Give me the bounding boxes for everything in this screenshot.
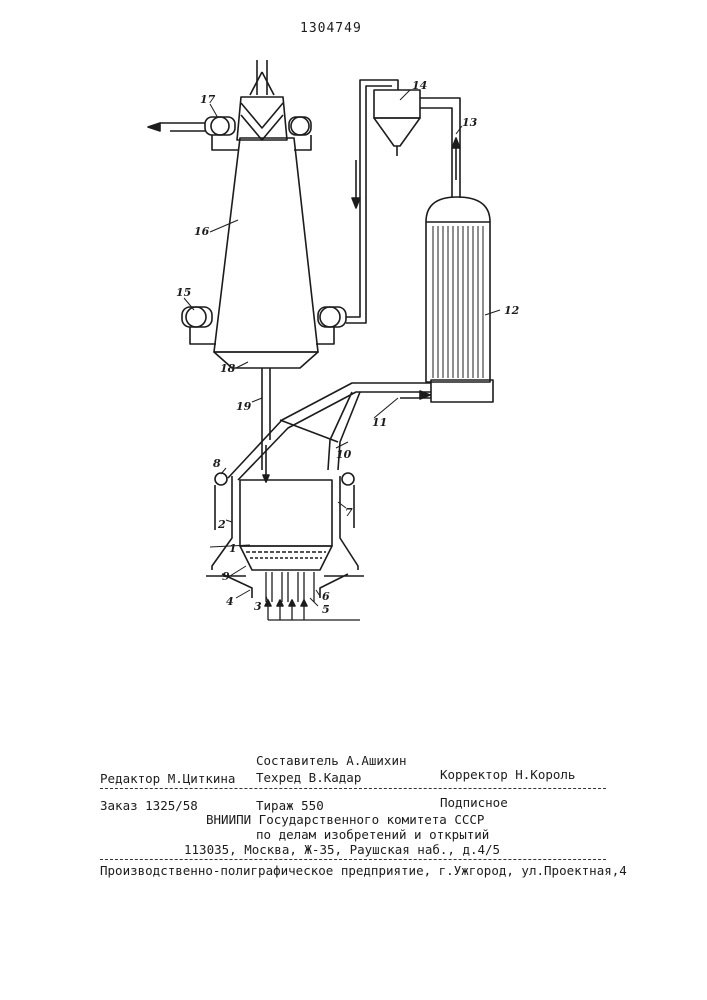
label-16: 16 bbox=[194, 225, 210, 238]
shaft-furnace bbox=[160, 60, 346, 368]
institute-line1: ВНИИПИ Государственного комитета СССР bbox=[206, 813, 484, 827]
label-4: 4 bbox=[226, 595, 234, 608]
heat-exchanger bbox=[426, 197, 493, 402]
label-6: 6 bbox=[322, 590, 330, 603]
label-1: 1 bbox=[229, 542, 237, 555]
cyclone bbox=[374, 90, 420, 156]
label-14: 14 bbox=[412, 79, 427, 92]
label-10: 10 bbox=[336, 448, 352, 461]
divider-bottom bbox=[100, 859, 606, 860]
subscription: Подписное bbox=[440, 796, 508, 810]
label-12: 12 bbox=[504, 304, 520, 317]
institute-line2: по делам изобретений и открытий bbox=[256, 828, 489, 842]
corrector: Корректор Н.Король bbox=[440, 768, 575, 782]
label-9: 9 bbox=[222, 570, 230, 583]
divider-top bbox=[100, 788, 606, 789]
label-18: 18 bbox=[220, 362, 236, 375]
label-19: 19 bbox=[236, 400, 252, 413]
label-17: 17 bbox=[200, 93, 216, 106]
printer: Производственно-полиграфическое предприя… bbox=[100, 864, 627, 878]
reactor bbox=[206, 473, 364, 598]
techred: Техред В.Кадар bbox=[256, 771, 361, 785]
label-2: 2 bbox=[217, 518, 226, 531]
injectors bbox=[265, 572, 360, 620]
connecting-ducts bbox=[228, 383, 431, 480]
label-15: 15 bbox=[176, 286, 191, 299]
feed-pipe bbox=[262, 368, 270, 482]
compiler: Составитель А.Ашихин bbox=[256, 754, 407, 768]
circulation: Тираж 550 bbox=[256, 799, 324, 813]
label-11: 11 bbox=[372, 416, 387, 429]
label-3: 3 bbox=[254, 600, 262, 613]
order-number: Заказ 1325/58 bbox=[100, 799, 198, 813]
label-7: 7 bbox=[345, 506, 353, 519]
label-8: 8 bbox=[213, 457, 221, 470]
label-5: 5 bbox=[322, 603, 330, 616]
editor: Редактор М.Циткина bbox=[100, 772, 235, 786]
label-13: 13 bbox=[462, 116, 478, 129]
apparatus-diagram: 17 14 13 16 15 12 18 19 11 10 8 2 7 1 9 … bbox=[0, 0, 707, 720]
address: 113035, Москва, Ж-35, Раушская наб., д.4… bbox=[184, 843, 500, 857]
